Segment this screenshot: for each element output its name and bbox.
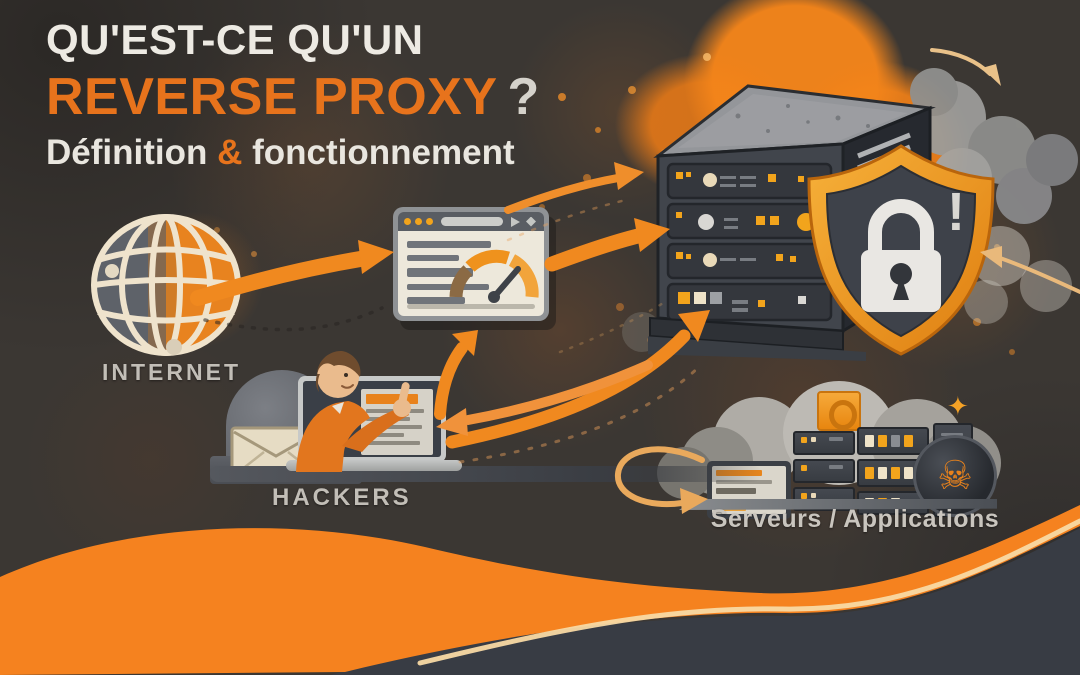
window-dot-icon (415, 218, 422, 225)
arrow-proxy-to-server-main (544, 218, 670, 272)
title-line1: QU'EST-CE QU'UN (46, 16, 424, 63)
alert-exclamation: ! (947, 182, 965, 242)
proxy-browser-node (393, 207, 549, 321)
arrow-arc-over-shield (930, 48, 1001, 86)
footer-line-decor (407, 304, 535, 309)
browser-body (398, 231, 544, 316)
title-line2: REVERSE PROXY? (46, 67, 540, 127)
text-lines-decor (407, 241, 491, 311)
globe-icon (91, 214, 241, 356)
arrow-rejected-to-hackers (436, 360, 653, 436)
arrow-hackers-to-server-blocked (445, 310, 710, 449)
title-ampersand: & (217, 133, 243, 173)
title-line3-word2: fonctionnement (252, 133, 515, 173)
go-arrow-icon (511, 216, 520, 227)
laptop-base (286, 460, 462, 471)
diamond-icon (526, 216, 536, 227)
browser-titlebar (398, 212, 544, 231)
cube-icon (817, 391, 861, 431)
server-unit (857, 427, 929, 455)
title-line3-word1: Définition (46, 133, 208, 173)
servers-label: Serveurs / Applications (710, 505, 1000, 533)
arrow-proxy-to-server-upper (504, 162, 644, 214)
internet-label: INTERNET (102, 359, 241, 385)
shield-lock-icon: ! (807, 144, 995, 356)
speedometer-gauge-icon (449, 249, 539, 303)
dashed-trails-decor (203, 198, 704, 464)
server-unit (793, 431, 855, 455)
platform-decor (679, 499, 997, 510)
hackers-node: HACKERS (210, 350, 770, 520)
address-bar (441, 217, 503, 226)
window-dot-icon (404, 218, 411, 225)
arrow-loop-to-servers (615, 446, 708, 514)
title-block: QU'EST-CE QU'UN REVERSE PROXY? Définitio… (46, 16, 540, 174)
title-line3: Définition & fonctionnement (46, 133, 540, 174)
bottom-wave-decor (0, 505, 1080, 675)
spark-icon: ✦ (947, 391, 969, 421)
title-question-mark: ? (507, 67, 540, 126)
server-unit (793, 459, 855, 483)
webpage-banner (366, 394, 418, 404)
arrow-internet-to-proxy (190, 240, 394, 306)
hacker-person (296, 350, 411, 472)
window-dot-icon (426, 218, 433, 225)
arrow-right-edge-to-shield (980, 246, 1080, 294)
internet-node: INTERNET (88, 213, 248, 385)
arrow-hackers-to-proxy (434, 330, 478, 420)
hackers-label: HACKERS (272, 484, 412, 511)
title-line2-text: REVERSE PROXY (46, 67, 498, 126)
